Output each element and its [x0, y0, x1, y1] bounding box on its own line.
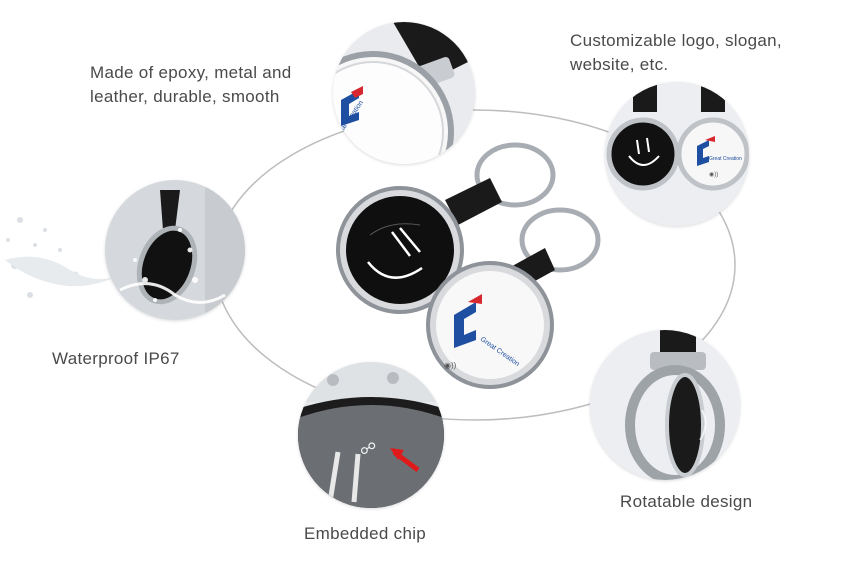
waterproof-bubble — [105, 180, 245, 320]
water-splash — [5, 217, 120, 298]
keychain-product-pair: Great Creation ◉)) — [330, 140, 620, 400]
key-ring — [519, 207, 601, 273]
chip-label: Embedded chip — [304, 524, 427, 543]
nfc-icon: ◉)) — [444, 361, 457, 370]
nfc-icon: ◉)) — [709, 172, 718, 178]
company-logo — [454, 302, 476, 348]
waterproof-label: Waterproof IP67 — [52, 349, 180, 368]
custom-logo-bubble: Great Creation ◉)) — [605, 82, 749, 226]
material-label: Made of epoxy, metal and leather, durabl… — [90, 63, 292, 106]
company-logo — [341, 86, 363, 126]
rotatable-bubble — [590, 330, 740, 480]
svg-text:Great Creation: Great Creation — [709, 156, 742, 162]
embedded-chip-bubble: ☍ — [298, 362, 444, 508]
key-ring — [474, 142, 556, 208]
custom-label: Customizable logo, slogan, website, etc. — [570, 31, 782, 74]
nfc-icon: ☍ — [360, 439, 376, 458]
rotatable-label: Rotatable design — [620, 492, 753, 511]
leather-strap — [445, 178, 502, 225]
smiley-face — [628, 137, 660, 166]
red-arrow — [390, 448, 420, 472]
material-closeup-bubble: Great Creation — [333, 22, 475, 164]
